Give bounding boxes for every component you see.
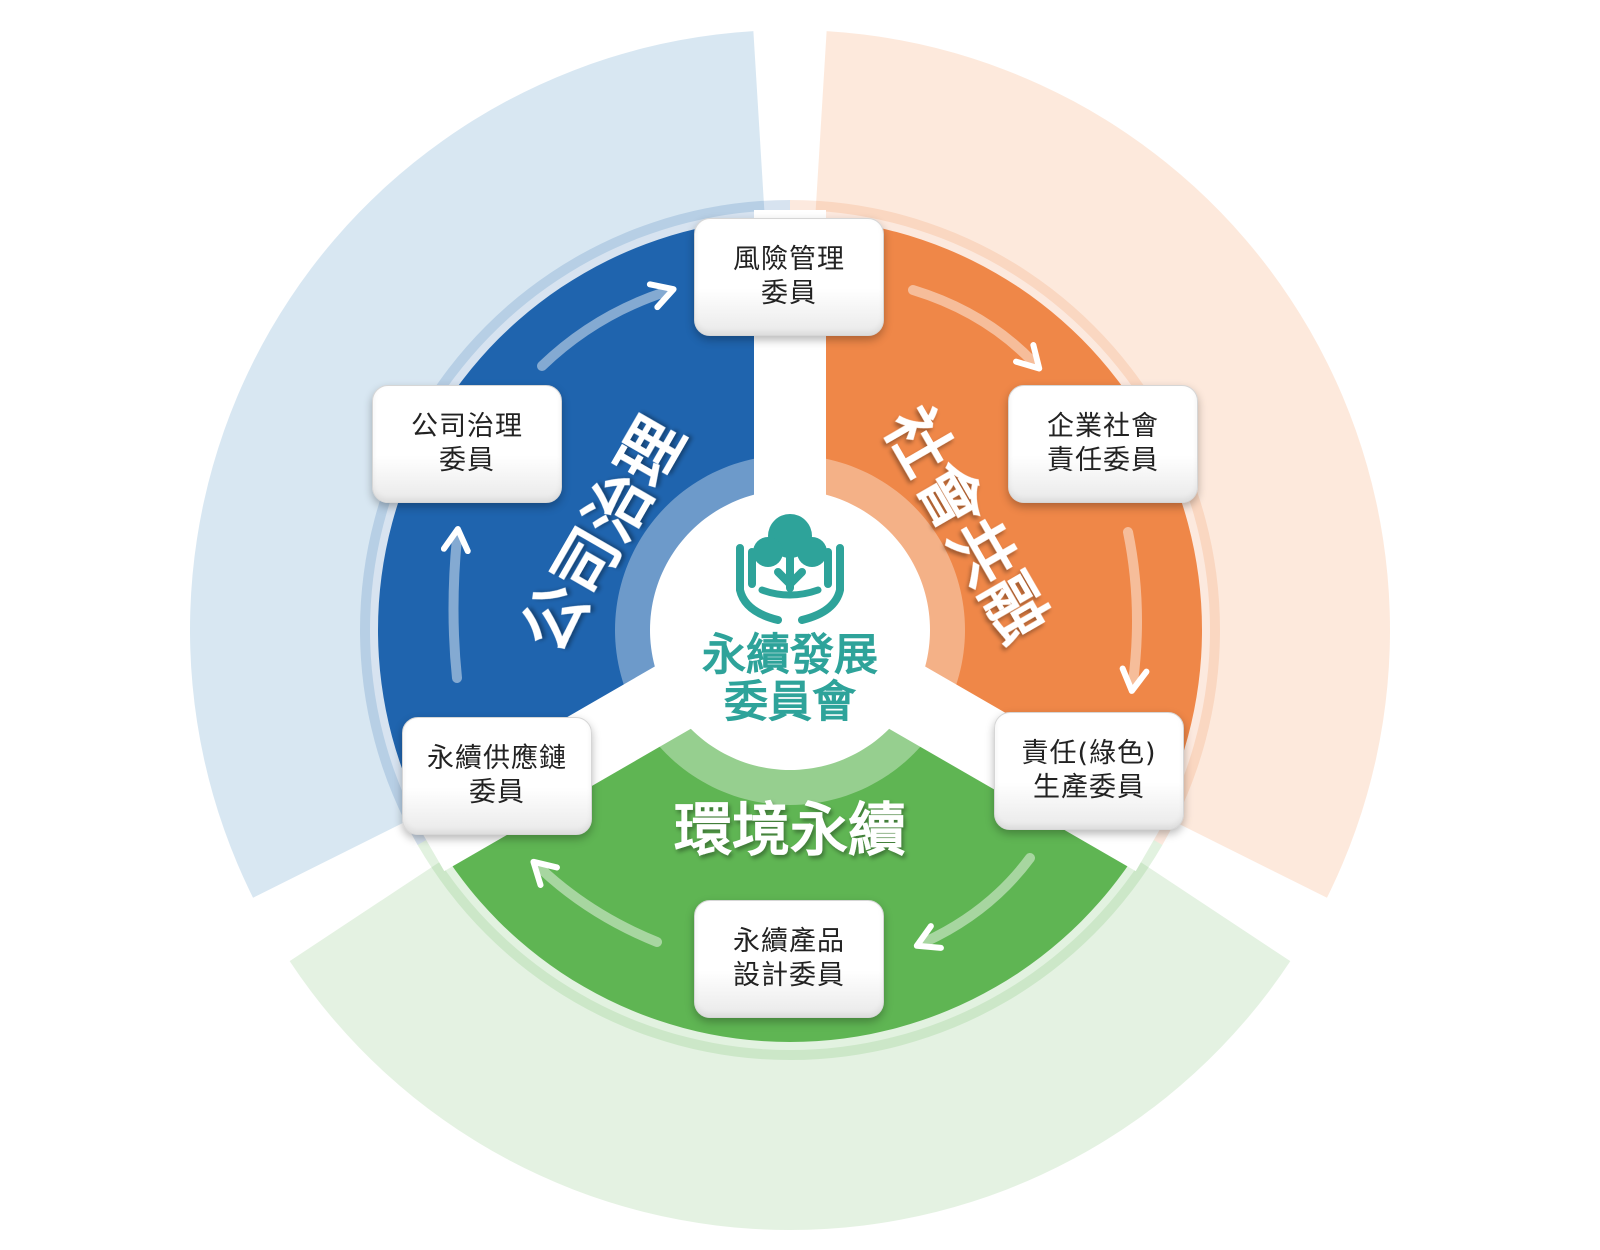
center-title-line1: 永續發展 <box>702 630 878 681</box>
outer-ring-environment <box>289 861 1291 1230</box>
committee-green-production[interactable]: 責任(綠色) 生產委員 <box>994 712 1184 830</box>
committee-green-line2: 生產委員 <box>1033 772 1145 803</box>
flow-arrow-environment-right <box>913 853 1035 951</box>
segment-label-environment: 環境永續 <box>674 796 906 864</box>
halo-ring-environment <box>417 832 1163 1060</box>
committee-supply-line1: 永續供應鏈 <box>427 743 567 774</box>
inner-ring-environment <box>638 694 942 805</box>
outer-ring-social <box>815 31 1390 898</box>
committee-green-line1: 責任(綠色) <box>1021 738 1157 769</box>
segment-social <box>790 218 1202 836</box>
inner-ring-social <box>790 455 965 718</box>
committee-design-line1: 永續產品 <box>733 926 845 957</box>
committee-risk-management[interactable]: 風險管理 委員 <box>694 218 884 336</box>
halo-ring-social <box>790 200 1220 845</box>
committee-governance-line2: 委員 <box>439 445 495 476</box>
committee-governance-line1: 公司治理 <box>411 411 523 442</box>
committee-corporate-governance[interactable]: 公司治理 委員 <box>372 385 562 503</box>
segment-governance <box>378 218 790 836</box>
committee-risk-line1: 風險管理 <box>733 244 845 275</box>
inner-ring-governance <box>615 455 790 718</box>
flow-arrows <box>440 281 1150 951</box>
halo-ring-governance <box>360 200 790 845</box>
segment-environment <box>433 700 1147 1042</box>
committee-risk-line2: 委員 <box>761 278 817 309</box>
committee-csr-line2: 責任委員 <box>1047 445 1159 476</box>
flow-arrow-governance-up <box>440 526 471 683</box>
committee-supply-chain[interactable]: 永續供應鏈 委員 <box>402 717 592 835</box>
outer-ring-governance <box>189 31 765 898</box>
flow-arrow-governance-top <box>537 281 677 371</box>
committee-supply-line2: 委員 <box>469 777 525 808</box>
tree-in-hands-icon <box>736 514 844 624</box>
center-title-line2: 委員會 <box>724 677 857 728</box>
committee-product-design[interactable]: 永續產品 設計委員 <box>694 900 884 1018</box>
flow-arrow-social-down <box>1119 527 1150 694</box>
committee-design-line2: 設計委員 <box>733 960 845 991</box>
flow-arrow-environment-left <box>530 858 662 947</box>
committee-csr[interactable]: 企業社會 責任委員 <box>1008 385 1198 503</box>
center-circle <box>662 502 918 758</box>
flow-arrow-social-top <box>908 285 1043 372</box>
committee-csr-line1: 企業社會 <box>1047 411 1159 442</box>
